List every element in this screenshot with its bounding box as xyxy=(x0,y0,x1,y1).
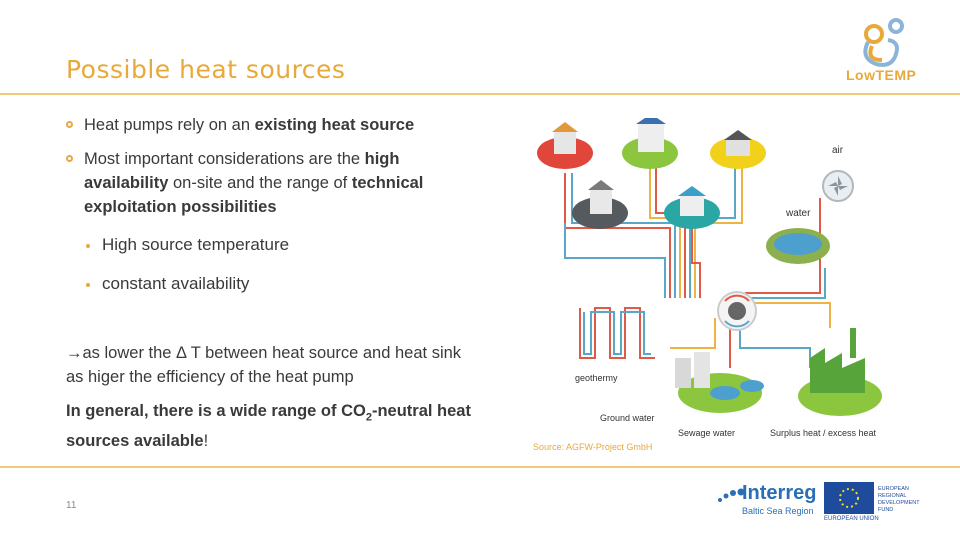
heat-sources-diagram xyxy=(537,118,882,416)
bullet-dot xyxy=(66,155,73,162)
sub-bullet-temperature: High source temperature xyxy=(86,235,289,255)
label-surplus-heat: Surplus heat / excess heat xyxy=(770,428,877,438)
footer-divider xyxy=(0,466,960,468)
house-icon xyxy=(552,118,752,216)
general-statement: In general, there is a wide range of CO2… xyxy=(66,399,481,453)
bullet-bold: technical exploitation possibilities xyxy=(84,174,424,216)
interreg-text: Interreg xyxy=(742,482,817,504)
bullet-considerations: Most important considerations are the hi… xyxy=(66,147,486,219)
bullet-bold: high availability xyxy=(84,150,400,192)
source-credit: Source: AGFW-Project GmbH xyxy=(533,442,653,452)
header-divider xyxy=(0,93,960,95)
interreg-logo: Interreg Baltic Sea Region EUROPEAN UNIO… xyxy=(716,482,926,526)
bullet-text: Most important considerations are the xyxy=(84,150,365,168)
pipe-blue xyxy=(689,163,736,298)
general-text: In general, there is a wide range of CO xyxy=(66,402,366,420)
bullet-text: on-site and the range of xyxy=(168,174,352,192)
bullet-bold: existing heat source xyxy=(254,116,415,134)
general-text-end: -neutral heat sources available xyxy=(66,402,471,451)
pipe-blue xyxy=(745,268,826,299)
bullet-dot xyxy=(66,121,73,128)
geothermy-loop xyxy=(583,311,651,355)
air-fan-icon xyxy=(822,170,854,202)
sub-bullet-text: High source temperature xyxy=(102,235,290,254)
bullet-heat-source: Heat pumps rely on an existing heat sour… xyxy=(66,113,486,137)
pipe-orange xyxy=(670,318,716,349)
interreg-region: Baltic Sea Region xyxy=(742,506,814,516)
arrow-statement: →as lower the Δ T between heat source an… xyxy=(66,344,462,386)
label-water: water xyxy=(786,208,811,219)
pipe-red xyxy=(745,198,821,294)
pipe-red xyxy=(564,173,671,298)
page-title: Possible heat sources xyxy=(66,55,346,84)
label-sewage-water: Sewage water xyxy=(678,428,736,438)
sub-bullet-dot xyxy=(86,243,90,248)
geothermy-loop xyxy=(579,307,655,359)
eu-flag-icon xyxy=(824,482,874,514)
label-air: air xyxy=(832,145,844,156)
general-exclamation: ! xyxy=(203,432,209,451)
factory-icon xyxy=(810,348,865,393)
sub-bullet-dot xyxy=(86,282,90,287)
sewage-tank-icon xyxy=(675,358,691,388)
pipe-orange xyxy=(745,302,831,328)
sub-bullet-availability: constant availability xyxy=(86,274,249,294)
bullet-text: Heat pumps rely on an xyxy=(84,116,255,134)
interreg-arc-icon xyxy=(718,488,745,502)
eu-fund-text: EUROPEAN REGIONAL DEVELOPMENT FUND xyxy=(878,486,920,513)
eu-label: EUROPEAN UNION xyxy=(824,516,879,522)
pipe-red xyxy=(691,223,701,298)
label-ground-water: Ground water xyxy=(600,413,655,423)
lowtemp-logo-text: LowTEMP xyxy=(846,67,917,83)
page-number: 11 xyxy=(66,500,77,511)
pipe-blue xyxy=(571,173,676,298)
sub-bullet-text: constant availability xyxy=(102,274,250,293)
label-geothermy: geothermy xyxy=(575,373,618,383)
pipe-orange xyxy=(649,163,681,298)
lowtemp-logo xyxy=(863,18,904,67)
pipe-orange xyxy=(694,163,743,298)
pipe-blue xyxy=(564,223,666,298)
co2-subscript: 2 xyxy=(365,411,372,424)
